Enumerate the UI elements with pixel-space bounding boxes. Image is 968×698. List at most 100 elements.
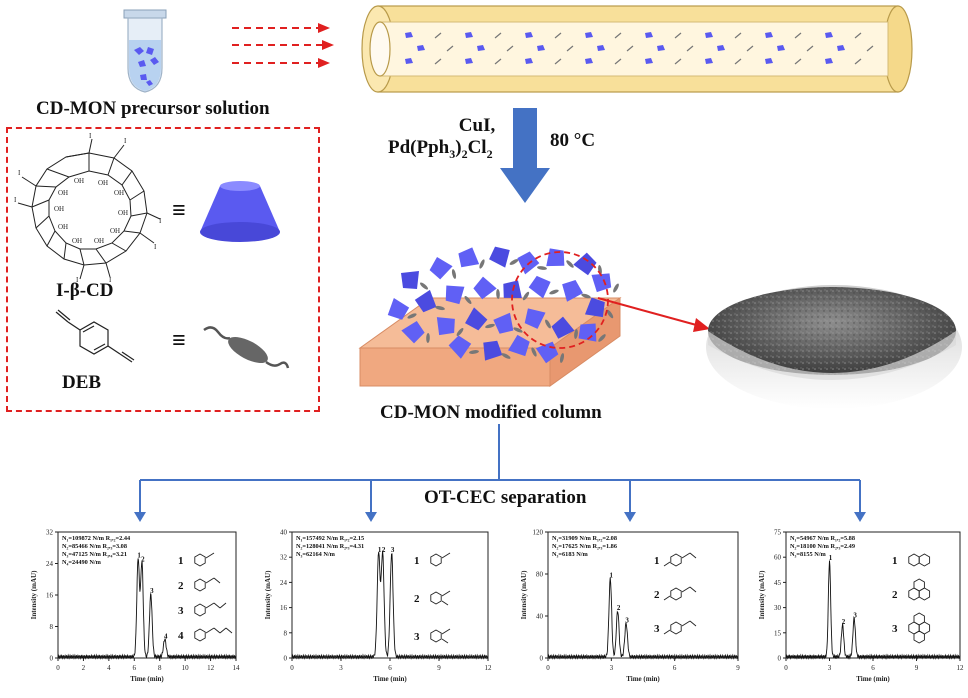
column-label: CD-MON modified column (380, 402, 602, 423)
legend-number: 2 (892, 589, 898, 601)
legend-number: 1 (414, 555, 420, 567)
legend-number: 1 (654, 555, 660, 567)
legend-number: 3 (892, 623, 898, 635)
svg-text:OH: OH (72, 237, 82, 245)
catalyst-line1: CuI, (458, 115, 496, 136)
peak-label: 1 (378, 546, 382, 554)
equiv-sign-2: ≡ (172, 328, 186, 354)
x-tick-label: 14 (233, 664, 241, 672)
peak-label: 2 (141, 556, 145, 564)
equiv-sign-1: ≡ (172, 198, 186, 224)
efficiency-annotation: N₂=85466 N/m R₂,₃=3.08 (62, 543, 127, 550)
molecule-icon (663, 586, 697, 601)
svg-text:OH: OH (94, 237, 104, 245)
centrifuge-tube-icon (123, 9, 167, 93)
efficiency-annotation: N₃=8155 N/m (790, 551, 826, 558)
catalyst-line2: Pd(Pph3)2Cl2 (388, 137, 493, 161)
peak-label: 1 (829, 554, 833, 562)
catalyst-label: CuI, (428, 115, 526, 137)
svg-text:OH: OH (74, 177, 84, 185)
chromatogram-trace (547, 577, 739, 660)
y-tick-label: 32 (280, 554, 288, 562)
legend-number: 2 (414, 593, 420, 605)
x-tick-label: 6 (133, 664, 137, 672)
peak-label: 2 (382, 546, 386, 554)
x-tick-label: 12 (957, 664, 965, 672)
y-tick-label: 0 (50, 655, 54, 663)
peak-label: 3 (625, 616, 629, 624)
molecule-icon (194, 552, 215, 567)
svg-text:I: I (18, 169, 21, 177)
svg-text:I: I (89, 133, 92, 140)
y-axis-label: Intensity (mAU) (30, 570, 38, 619)
capillary-column-icon (361, 5, 913, 93)
x-tick-label: 3 (339, 664, 343, 672)
svg-text:I: I (76, 276, 79, 283)
svg-text:OH: OH (114, 189, 124, 197)
molecule-icon (908, 612, 931, 644)
x-tick-label: 0 (290, 664, 294, 672)
svg-text:I: I (154, 243, 157, 251)
y-tick-label: 75 (774, 529, 782, 537)
ibcd-structure: I I I I I I I I OH OH OH OH OH OH OH OH … (14, 133, 162, 283)
svg-text:I: I (124, 137, 127, 145)
x-tick-label: 2 (82, 664, 86, 672)
y-tick-label: 60 (774, 554, 782, 562)
peak-label: 3 (391, 546, 395, 554)
molecule-icon (430, 628, 451, 644)
y-tick-label: 80 (536, 571, 544, 579)
y-tick-label: 24 (46, 560, 54, 568)
legend-number: 1 (178, 555, 184, 567)
x-tick-label: 6 (673, 664, 677, 672)
molecule-icon (430, 552, 451, 567)
svg-text:OH: OH (98, 179, 108, 187)
efficiency-annotation: N₂=18100 N/m R₂,₃=2.49 (790, 543, 855, 550)
efficiency-annotation: N₂=128041 N/m R₂,₃=4.31 (296, 543, 364, 550)
legend-number: 3 (178, 605, 184, 617)
x-tick-label: 12 (485, 664, 493, 672)
y-tick-label: 24 (280, 579, 288, 587)
x-axis-label: Time (min) (130, 675, 164, 683)
y-axis-label: Intensity (mAU) (520, 570, 528, 619)
y-tick-label: 0 (778, 655, 782, 663)
peak-label: 3 (150, 587, 154, 595)
y-axis-label: Intensity (mAU) (264, 570, 272, 619)
monomer-box (6, 127, 320, 412)
molecule-icon (663, 552, 697, 567)
legend-number: 1 (892, 555, 898, 567)
y-tick-label: 40 (536, 613, 544, 621)
molecule-icon (194, 602, 227, 617)
svg-text:OH: OH (110, 227, 120, 235)
legend-number: 3 (654, 623, 660, 635)
legend-number: 2 (654, 589, 660, 601)
efficiency-annotation: N₃=6183 N/m (552, 551, 588, 558)
molecule-icon (194, 627, 233, 642)
zoom-arrow (597, 297, 710, 332)
y-tick-label: 40 (280, 529, 288, 537)
y-tick-label: 45 (774, 579, 782, 587)
molecule-icon (908, 553, 931, 567)
cyclodextrin-cone-icon (200, 181, 280, 242)
x-tick-label: 10 (182, 664, 190, 672)
molecule-icon (430, 590, 451, 606)
y-tick-label: 8 (284, 629, 288, 637)
y-tick-label: 15 (774, 629, 782, 637)
deb-structure (55, 309, 135, 363)
y-tick-label: 120 (533, 529, 544, 537)
efficiency-annotation: N₂=17625 N/m R₂,₃=1.86 (552, 543, 617, 550)
y-tick-label: 16 (46, 592, 54, 600)
molecule-icon (194, 577, 221, 592)
svg-text:I: I (14, 196, 17, 204)
plot-frame (547, 531, 739, 659)
svg-text:OH: OH (58, 223, 68, 231)
efficiency-annotation: N₄=24490 N/m (62, 559, 102, 566)
cdmon-slab (358, 246, 622, 387)
efficiency-annotation: N₁=109872 N/m R₁,₂=2.44 (62, 535, 131, 542)
